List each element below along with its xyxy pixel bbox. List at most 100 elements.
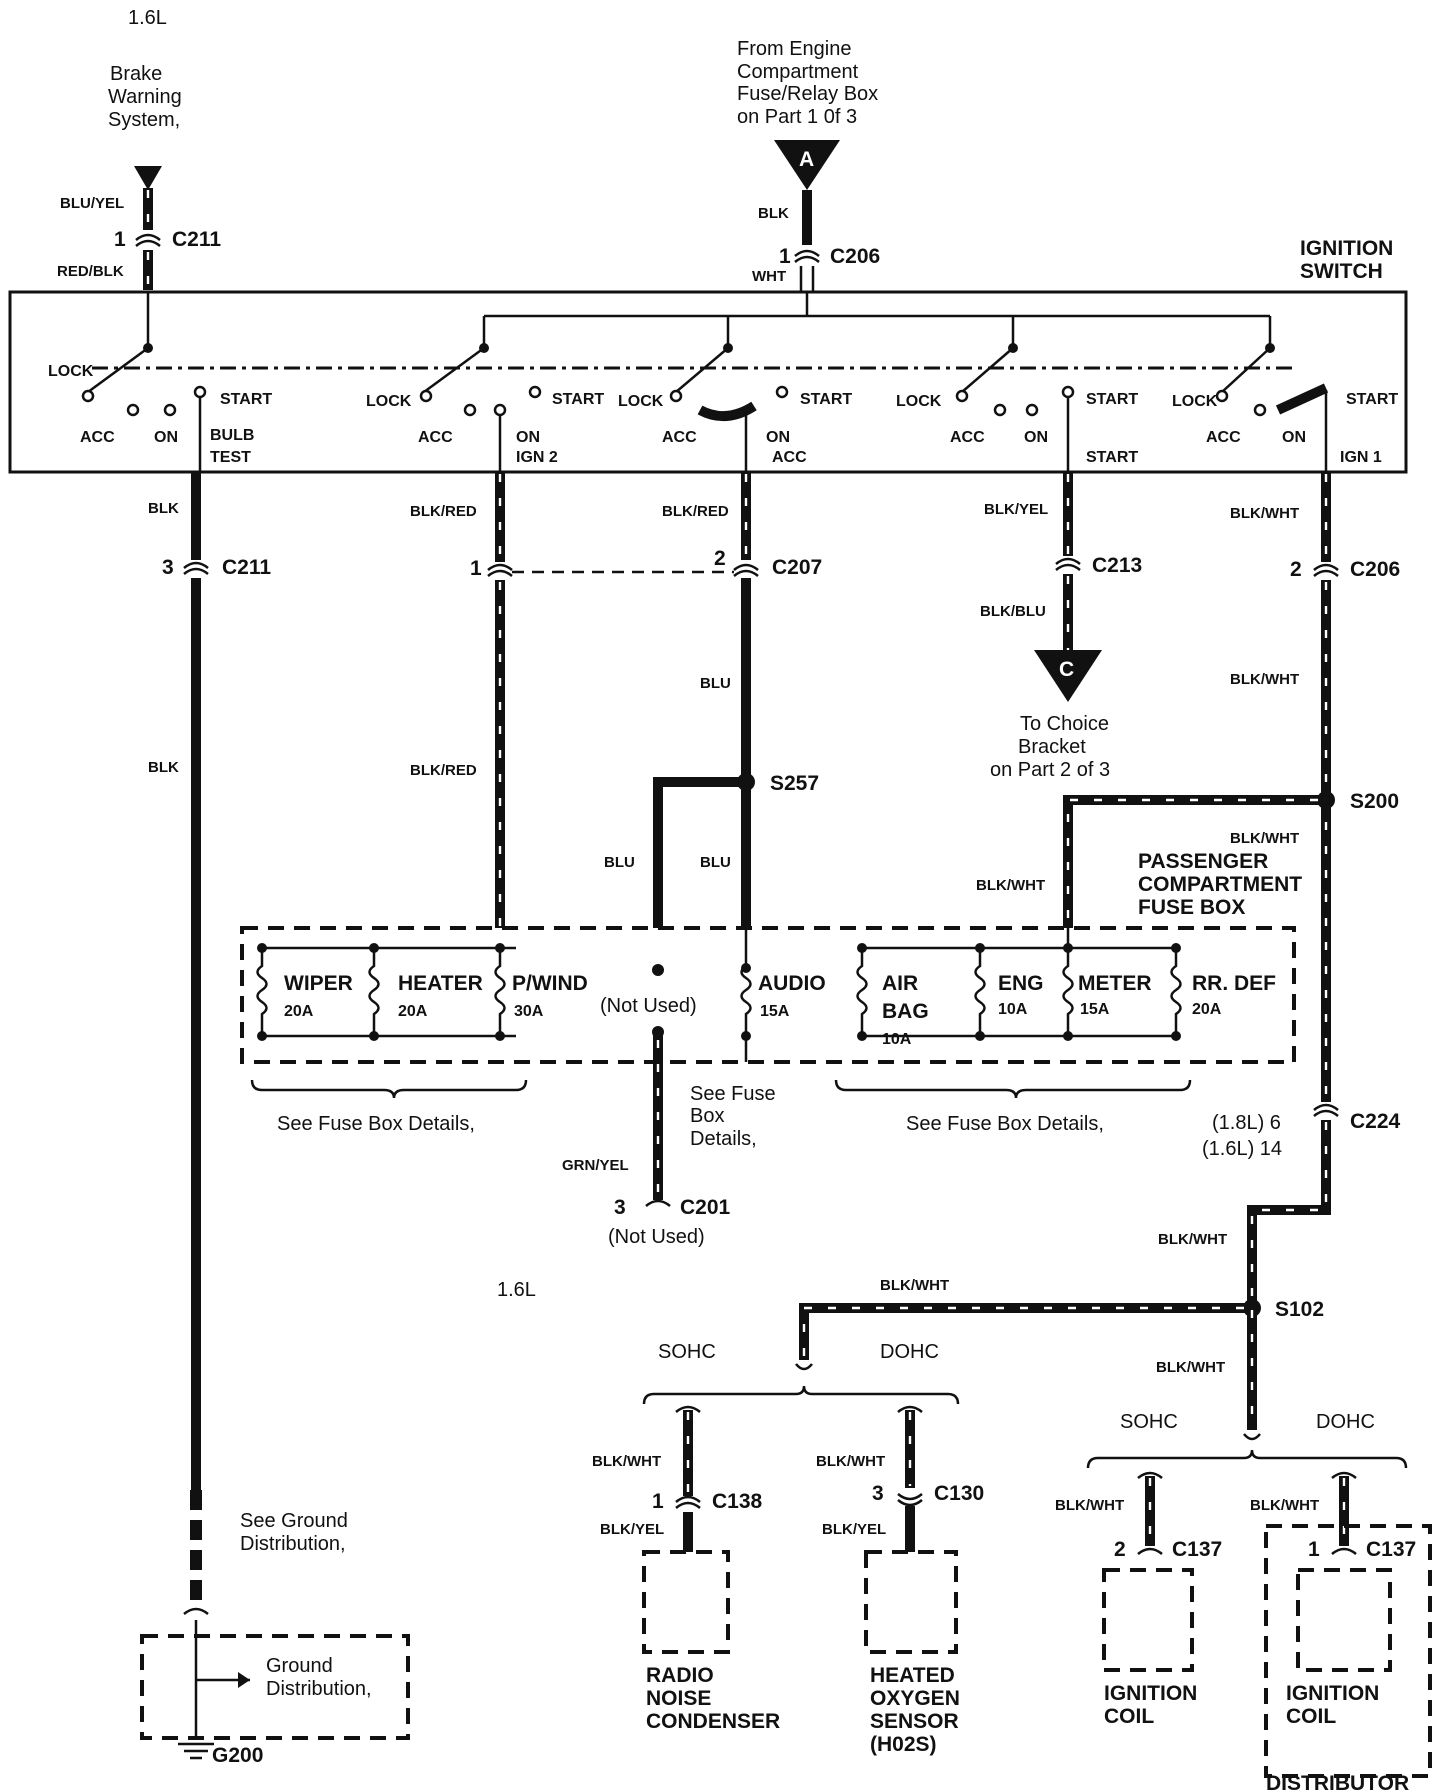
svg-text:See Ground: See Ground xyxy=(240,1510,348,1532)
engine-label-mid: 1.6L xyxy=(497,1279,536,1301)
svg-text:20A: 20A xyxy=(398,1003,428,1020)
radio-noise-condenser: RADIO NOISE CONDENSER xyxy=(642,1550,780,1733)
svg-text:BLU: BLU xyxy=(604,854,635,871)
brake-source-arrow xyxy=(134,166,162,190)
wire-label-blu-yel: BLU/YEL xyxy=(60,195,124,212)
svg-text:HEATER: HEATER xyxy=(398,972,483,995)
fuse-rr-def: RR. DEF 20A xyxy=(1170,943,1276,1041)
svg-text:AUDIO: AUDIO xyxy=(758,972,826,995)
svg-text:OXYGEN: OXYGEN xyxy=(870,1687,960,1710)
svg-text:COIL: COIL xyxy=(1104,1705,1154,1728)
svg-text:(Not Used): (Not Used) xyxy=(600,995,697,1017)
svg-text:Ground: Ground xyxy=(266,1655,333,1677)
svg-text:2: 2 xyxy=(1114,1538,1126,1561)
distributor: IGNITION COIL DISTRIBUTOR xyxy=(1264,1524,1432,1792)
brake-warning-source: Brake Warning System, xyxy=(108,63,182,190)
svg-text:BLK/BLU: BLK/BLU xyxy=(980,603,1046,620)
svg-text:BLK/WHT: BLK/WHT xyxy=(1156,1359,1225,1376)
svg-text:10A: 10A xyxy=(882,1031,912,1048)
ignition-switch: IGNITION SWITCH LOCK ACC ON START BULB T… xyxy=(8,237,1408,474)
svg-text:START: START xyxy=(1086,449,1138,466)
svg-text:1: 1 xyxy=(779,245,791,268)
svg-text:(1.8L) 6: (1.8L) 6 xyxy=(1212,1112,1281,1134)
svg-text:C224: C224 xyxy=(1350,1110,1401,1133)
brace-right xyxy=(834,1079,1192,1099)
svg-text:NOISE: NOISE xyxy=(646,1687,711,1710)
svg-text:BLK/WHT: BLK/WHT xyxy=(1230,830,1299,847)
svg-text:SENSOR: SENSOR xyxy=(870,1710,959,1733)
svg-text:IGN 1: IGN 1 xyxy=(1340,449,1382,466)
svg-text:on Part 2 of 3: on Part 2 of 3 xyxy=(990,759,1110,781)
svg-text:(Not Used): (Not Used) xyxy=(608,1226,705,1248)
fuse-meter: METER 15A xyxy=(1062,928,1152,1041)
svg-text:IGNITION: IGNITION xyxy=(1286,1682,1379,1705)
svg-text:BLK/YEL: BLK/YEL xyxy=(822,1521,886,1538)
svg-text:1: 1 xyxy=(114,228,126,251)
svg-text:C207: C207 xyxy=(772,556,822,579)
svg-text:See Fuse Box Details,: See Fuse Box Details, xyxy=(906,1113,1104,1135)
ground-distribution: Ground Distribution, G200 xyxy=(140,1620,410,1767)
svg-text:3: 3 xyxy=(614,1196,626,1219)
svg-text:COMPARTMENT: COMPARTMENT xyxy=(1138,873,1302,896)
svg-text:To Choice: To Choice xyxy=(1020,713,1109,735)
svg-text:BLK/RED: BLK/RED xyxy=(662,503,729,520)
svg-text:A: A xyxy=(799,148,814,171)
svg-text:ON: ON xyxy=(516,429,540,446)
svg-text:2: 2 xyxy=(714,547,726,570)
brace-sohc-dohc-right xyxy=(1086,1449,1408,1469)
svg-text:ON: ON xyxy=(154,429,178,446)
fuse-eng: ENG 10A xyxy=(974,943,1044,1041)
svg-text:See Fuse Box Details,: See Fuse Box Details, xyxy=(277,1113,475,1135)
svg-text:C201: C201 xyxy=(680,1196,731,1219)
svg-text:10A: 10A xyxy=(998,1001,1028,1018)
svg-text:LOCK: LOCK xyxy=(896,393,942,410)
svg-text:S257: S257 xyxy=(770,772,819,795)
fuse-not-used: (Not Used) xyxy=(600,964,697,1038)
svg-text:WIPER: WIPER xyxy=(284,972,353,995)
svg-text:C211: C211 xyxy=(222,556,271,579)
svg-text:AIR: AIR xyxy=(882,972,918,995)
svg-text:G200: G200 xyxy=(212,1744,263,1767)
svg-text:START: START xyxy=(800,391,852,408)
svg-text:C: C xyxy=(1059,658,1074,681)
svg-text:ACC: ACC xyxy=(80,429,115,446)
svg-text:ON: ON xyxy=(1282,429,1306,446)
svg-text:S200: S200 xyxy=(1350,790,1399,813)
connector-c211-bottom xyxy=(183,561,209,575)
svg-text:ENG: ENG xyxy=(998,972,1044,995)
svg-text:COIL: COIL xyxy=(1286,1705,1336,1728)
svg-text:SOHC: SOHC xyxy=(658,1341,716,1363)
svg-text:Warning: Warning xyxy=(108,86,182,108)
svg-text:C137: C137 xyxy=(1366,1538,1416,1561)
svg-text:See Fuse: See Fuse xyxy=(690,1083,776,1105)
svg-text:System,: System, xyxy=(108,109,180,131)
svg-text:2: 2 xyxy=(1290,558,1302,581)
svg-text:RR. DEF: RR. DEF xyxy=(1192,972,1276,995)
engine-box-source: From Engine Compartment Fuse/Relay Box o… xyxy=(737,38,878,190)
svg-text:Bracket: Bracket xyxy=(1018,736,1086,758)
heated-oxygen-sensor: HEATED OXYGEN SENSOR (H02S) xyxy=(864,1550,960,1756)
svg-text:From Engine: From Engine xyxy=(737,38,852,60)
svg-text:IGNITION: IGNITION xyxy=(1300,237,1393,260)
svg-text:SOHC: SOHC xyxy=(1120,1411,1178,1433)
connector-c206-top xyxy=(794,249,820,263)
svg-text:C137: C137 xyxy=(1172,1538,1222,1561)
svg-text:Brake: Brake xyxy=(110,63,162,85)
svg-text:on Part 1 0f 3: on Part 1 0f 3 xyxy=(737,106,857,128)
svg-text:BLK/YEL: BLK/YEL xyxy=(600,1521,664,1538)
svg-text:(H02S): (H02S) xyxy=(870,1733,937,1756)
fuse-heater: HEATER 20A xyxy=(368,943,483,1041)
svg-text:15A: 15A xyxy=(760,1003,790,1020)
svg-text:PASSENGER: PASSENGER xyxy=(1138,850,1268,873)
svg-text:Details,: Details, xyxy=(690,1128,757,1150)
svg-text:START: START xyxy=(1086,391,1138,408)
svg-text:Distribution,: Distribution, xyxy=(266,1678,372,1700)
svg-text:LOCK: LOCK xyxy=(618,393,664,410)
svg-text:C213: C213 xyxy=(1092,554,1142,577)
wire-wht xyxy=(799,266,815,292)
svg-text:IGN 2: IGN 2 xyxy=(516,449,558,466)
svg-text:(1.6L) 14: (1.6L) 14 xyxy=(1202,1138,1282,1160)
svg-text:DOHC: DOHC xyxy=(880,1341,939,1363)
svg-text:20A: 20A xyxy=(1192,1001,1222,1018)
